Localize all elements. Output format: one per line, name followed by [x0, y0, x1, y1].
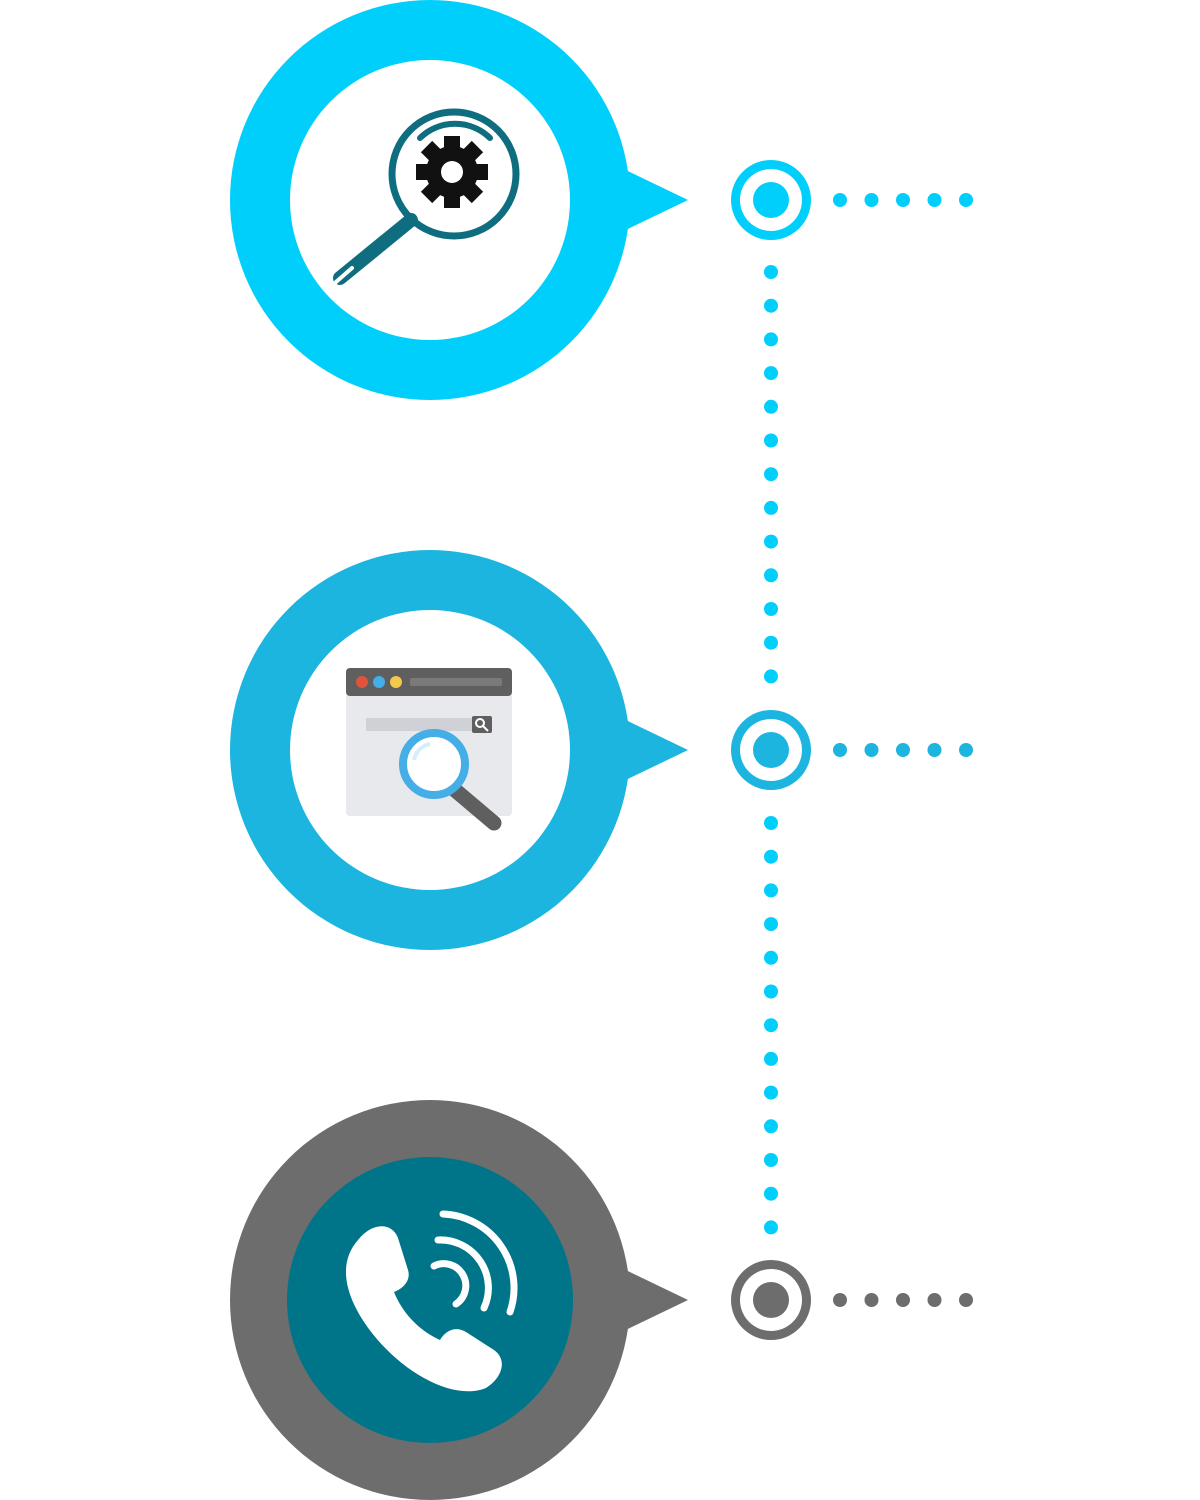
connector-dot: [833, 1293, 847, 1307]
step-call: [230, 1100, 973, 1500]
timeline-node-browse: [731, 710, 811, 790]
magnifier-gear-icon: [333, 108, 520, 285]
connector-dot: [764, 433, 778, 448]
connector-dot: [764, 917, 778, 932]
connector-dot: [764, 1119, 778, 1134]
connector-dot: [864, 1293, 879, 1307]
connector-dot: [927, 743, 942, 757]
gear-tooth: [461, 181, 484, 204]
connector-dot: [764, 669, 778, 684]
connector-dot: [764, 265, 778, 279]
horizontal-connector-diagnose: [833, 193, 973, 207]
connector-dot: [764, 1085, 778, 1100]
connector-dot: [864, 193, 879, 207]
connector-dot: [764, 467, 778, 482]
timeline-node-diagnose: [731, 160, 811, 240]
connector-dot: [764, 1153, 778, 1167]
connector-dot: [896, 743, 910, 757]
step-diagnose: [230, 0, 973, 400]
connector-dot: [764, 950, 778, 965]
connector-dot: [864, 743, 879, 757]
connector-dot: [833, 743, 847, 757]
phone-call-icon: [345, 1210, 518, 1392]
connector-dot: [764, 534, 778, 549]
gear-tooth: [461, 140, 484, 163]
connector-dot: [764, 1018, 778, 1033]
bubble-inner: [287, 1157, 573, 1443]
connector-dot: [764, 816, 778, 830]
connector-dot: [764, 568, 778, 583]
connector-dot: [764, 298, 778, 313]
horizontal-connector-call: [833, 1293, 973, 1307]
connector-dot: [764, 602, 778, 616]
connector-dot: [764, 635, 778, 650]
connector-dot: [896, 193, 910, 207]
connector-dot: [764, 332, 778, 347]
connector-dot: [959, 743, 973, 757]
connector-dot: [764, 399, 778, 414]
gear-icon: [416, 136, 488, 208]
connector-dot: [764, 1220, 778, 1235]
timeline-node-call: [731, 1260, 811, 1340]
step-browse: [230, 550, 973, 950]
connector-dot: [959, 1293, 973, 1307]
connector-dot: [764, 883, 778, 898]
vertical-connector-bottom: [764, 816, 778, 1235]
connector-dot: [764, 500, 778, 515]
connector-dot: [764, 1186, 778, 1201]
connector-dot: [927, 193, 942, 207]
connector-dot: [764, 849, 778, 864]
connector-dot: [764, 984, 778, 999]
gear-tooth: [420, 140, 443, 163]
gear-tooth: [420, 181, 443, 204]
speech-bubble-call: [230, 1100, 688, 1500]
connector-dot: [927, 1293, 942, 1307]
connector-dot: [896, 1293, 910, 1307]
connector-dot: [959, 193, 973, 207]
horizontal-connector-browse: [833, 743, 973, 757]
browser-search-icon: [346, 668, 512, 831]
connector-dot: [833, 193, 847, 207]
connector-dot: [764, 366, 778, 381]
connector-dot: [764, 1051, 778, 1066]
vertical-connector-top: [764, 265, 778, 684]
